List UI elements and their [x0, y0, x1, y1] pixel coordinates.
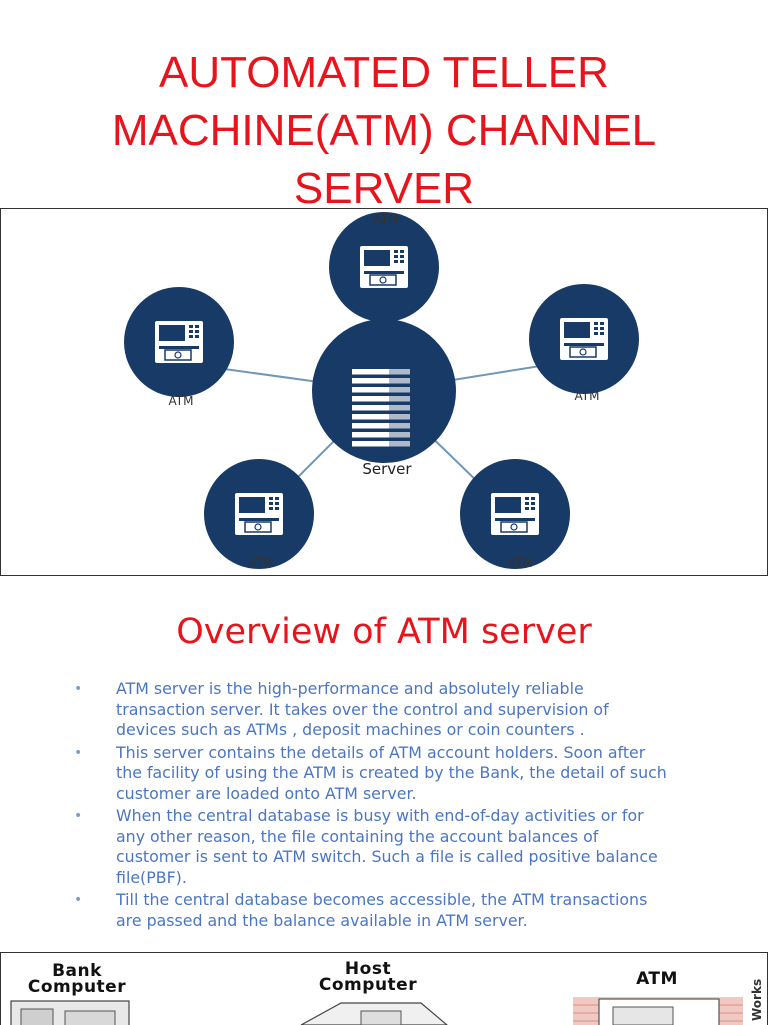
atm-flow-diagram: Bank Computer Host Computer ATM Works — [0, 952, 768, 1025]
host-computer-icon — [300, 1002, 448, 1025]
bank-computer-icon — [10, 1000, 130, 1025]
host-computer-label: Host Computer — [295, 959, 441, 995]
atm-node-right — [529, 284, 639, 394]
server-node: Server — [312, 319, 456, 478]
host-line-1: Host — [344, 959, 392, 979]
atm-icon — [490, 492, 540, 536]
atm-icon — [359, 245, 409, 289]
side-text-works: Works — [750, 979, 764, 1021]
overview-heading: Overview of ATM server — [176, 612, 592, 652]
bank-computer-label: Bank Computer — [7, 961, 147, 997]
atm-node-top — [329, 212, 439, 322]
host-line-2: Computer — [318, 975, 418, 995]
bullet-text: This server contains the details of ATM … — [116, 742, 667, 803]
server-rack-icon — [352, 369, 410, 449]
server-label: Server — [362, 460, 412, 478]
bullet-text: Till the central database becomes access… — [116, 890, 648, 930]
title-line-2: MACHINE(ATM) CHANNEL — [111, 106, 657, 155]
list-item: • Till the central database becomes acces… — [70, 890, 670, 931]
bullet-dot-icon: • — [74, 744, 83, 761]
atm-node-bottom-right — [460, 459, 570, 569]
page-title: AUTOMATED TELLER MACHINE(ATM) CHANNEL SE… — [0, 44, 768, 218]
overview-bullet-list: • ATM server is the high-performance and … — [70, 679, 670, 933]
atm-node-bottom-left — [204, 459, 314, 569]
bank-line-2: Computer — [27, 977, 127, 997]
atm-icon — [559, 317, 609, 361]
bullet-text: ATM server is the high-performance and a… — [116, 679, 609, 739]
title-line-3: SERVER — [293, 164, 475, 213]
bullet-text: When the central database is busy with e… — [116, 806, 658, 887]
atm-network-diagram: Server ATM ATM ATM ATM ATM — [0, 208, 768, 576]
atm-icon — [154, 320, 204, 364]
bullet-dot-icon: • — [74, 892, 83, 908]
title-line-1: AUTOMATED TELLER — [159, 48, 609, 97]
atm-label-bottom-right: ATM — [508, 556, 533, 570]
atm-label-left: ATM — [169, 394, 194, 408]
atm-label-top: ATM — [374, 212, 399, 226]
network-diagram-svg: Server ATM ATM ATM ATM ATM — [124, 212, 639, 570]
list-item: • ATM server is the high-performance and … — [70, 679, 670, 741]
atm-brick-wall-icon — [573, 997, 743, 1025]
atm-label-right: ATM — [575, 389, 600, 403]
bullet-dot-icon: • — [74, 681, 83, 697]
atm-label-bottom-left: ATM — [249, 556, 274, 570]
atm-icon — [234, 492, 284, 536]
atm-node-left — [124, 287, 234, 397]
list-item: • When the central database is busy with … — [70, 806, 670, 888]
list-item: • This server contains the details of ATM… — [70, 743, 670, 805]
bank-line-1: Bank — [52, 961, 102, 981]
atm-flow-label: ATM — [636, 969, 678, 989]
flow-illustrations: Works — [10, 979, 764, 1025]
bullet-dot-icon: • — [74, 808, 83, 824]
